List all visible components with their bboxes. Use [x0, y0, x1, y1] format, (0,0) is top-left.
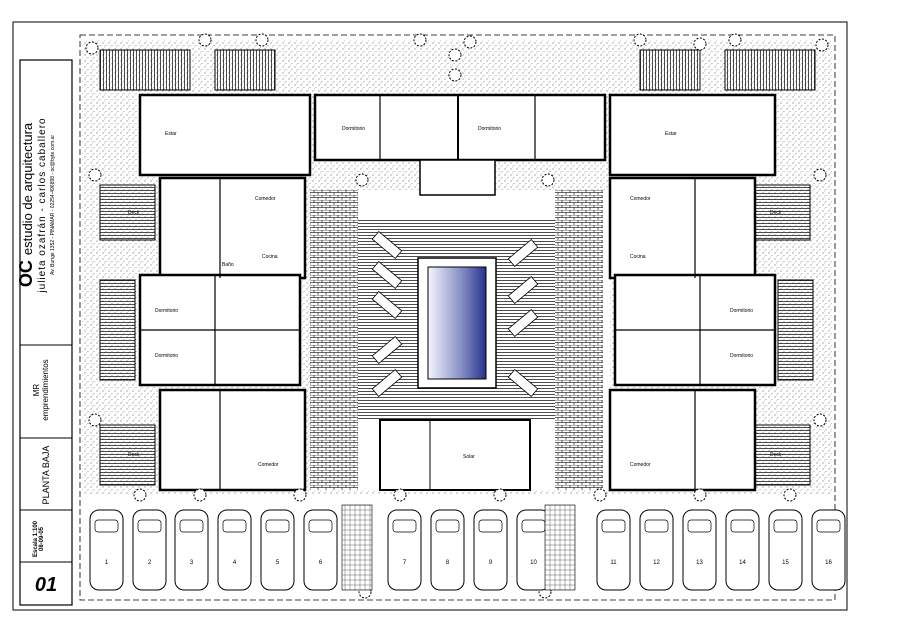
left-units [138, 93, 312, 492]
project-block: MR emprendimientos [32, 335, 62, 445]
parking-number: 10 [530, 560, 537, 566]
label-dormitorio-6: Dormitorio [478, 126, 501, 132]
parking-number: 11 [610, 560, 617, 566]
parking-bay: 13 [682, 509, 717, 591]
room-labels: Estar Comedor Cocina Dormitorio Dormitor… [128, 126, 782, 468]
parking-number: 13 [696, 560, 703, 566]
date-text: 08-09-05 [39, 526, 45, 552]
sheet-number: 01 [34, 574, 58, 596]
label-dormitorio-2: Dormitorio [155, 353, 178, 359]
label-dormitorio-3: Dormitorio [730, 308, 753, 314]
decks [99, 49, 816, 486]
parking-number: 5 [276, 560, 280, 566]
parking-number: 2 [148, 560, 152, 566]
parking-number: 9 [489, 560, 493, 566]
parking-number: 4 [233, 560, 237, 566]
studio-address: Av. Bunge 1352 - PINAMAR - 02254-496898 … [50, 135, 56, 275]
label-solar: Solar [463, 454, 475, 460]
label-dormitorio-4: Dormitorio [730, 353, 753, 359]
label-deck-2: Deck [128, 452, 140, 458]
parking-bay: 14 [725, 509, 760, 591]
label-estar-2: Estar [665, 131, 677, 137]
parking-bay: 1 [89, 509, 124, 591]
trees [85, 33, 829, 599]
label-bano: Baño [222, 262, 234, 268]
parking-number: 6 [319, 560, 323, 566]
right-units [608, 93, 777, 492]
sheet-frame [12, 21, 848, 611]
label-comedor-4: Comedor [630, 462, 651, 468]
parking-bay: 8 [430, 509, 465, 591]
sheet-title: PLANTA BAJA [41, 445, 51, 505]
parking-bay: 9 [473, 509, 508, 591]
label-comedor-2: Comedor [258, 462, 279, 468]
parking-number: 1 [105, 560, 109, 566]
title-block-studio: OC estudio de arquitectura julieta ozafr… [16, 55, 67, 355]
pool-loungers [371, 230, 539, 398]
pedestrian-paths [341, 504, 576, 591]
scale-date-block: Escala 1:100 08-09-05 [33, 509, 59, 569]
parking-bay: 16 [811, 509, 846, 591]
label-comedor: Comedor [255, 196, 276, 202]
label-deck-4: Deck [770, 452, 782, 458]
lot-boundary [79, 34, 836, 601]
parking-bay: 6 [303, 509, 338, 591]
title-block-frame [19, 59, 73, 606]
parking-bay: 10 [516, 509, 551, 591]
parking-number: 15 [782, 560, 789, 566]
walkway-right [555, 190, 603, 490]
swimming-pool [427, 266, 487, 380]
solar-building [379, 419, 531, 491]
parking-bay: 15 [768, 509, 803, 591]
parking-bay: 3 [174, 509, 209, 591]
parking-bay: 11 [596, 509, 631, 591]
parking-number: 8 [446, 560, 450, 566]
parking-bay: 7 [387, 509, 422, 591]
label-comedor-3: Comedor [630, 196, 651, 202]
project-name: emprendimientos [41, 359, 50, 421]
parking-number: 12 [653, 560, 660, 566]
label-deck: Deck [128, 210, 140, 216]
parking-bay: 2 [132, 509, 167, 591]
parking-bay: 4 [217, 509, 252, 591]
label-estar: Estar [165, 131, 177, 137]
walkway-left [310, 190, 358, 490]
architects-names: julieta ozafrán - carlos caballero [37, 117, 48, 293]
label-cocina: Cocina [262, 254, 278, 260]
label-dormitorio-5: Dormitorio [342, 126, 365, 132]
parking-number: 14 [739, 560, 746, 566]
label-dormitorio: Dormitorio [155, 308, 178, 314]
top-units [313, 93, 607, 196]
project-code: MR [32, 383, 41, 397]
label-cocina-2: Cocina [630, 254, 646, 260]
parking-bay: 12 [639, 509, 674, 591]
label-deck-3: Deck [770, 210, 782, 216]
parking-number: 16 [825, 560, 832, 566]
parking-number: 3 [190, 560, 194, 566]
studio-name: estudio de arquitectura [20, 122, 35, 256]
parking-number: 7 [403, 560, 407, 566]
studio-logo: OC [16, 260, 36, 288]
parking-bay: 5 [260, 509, 295, 591]
